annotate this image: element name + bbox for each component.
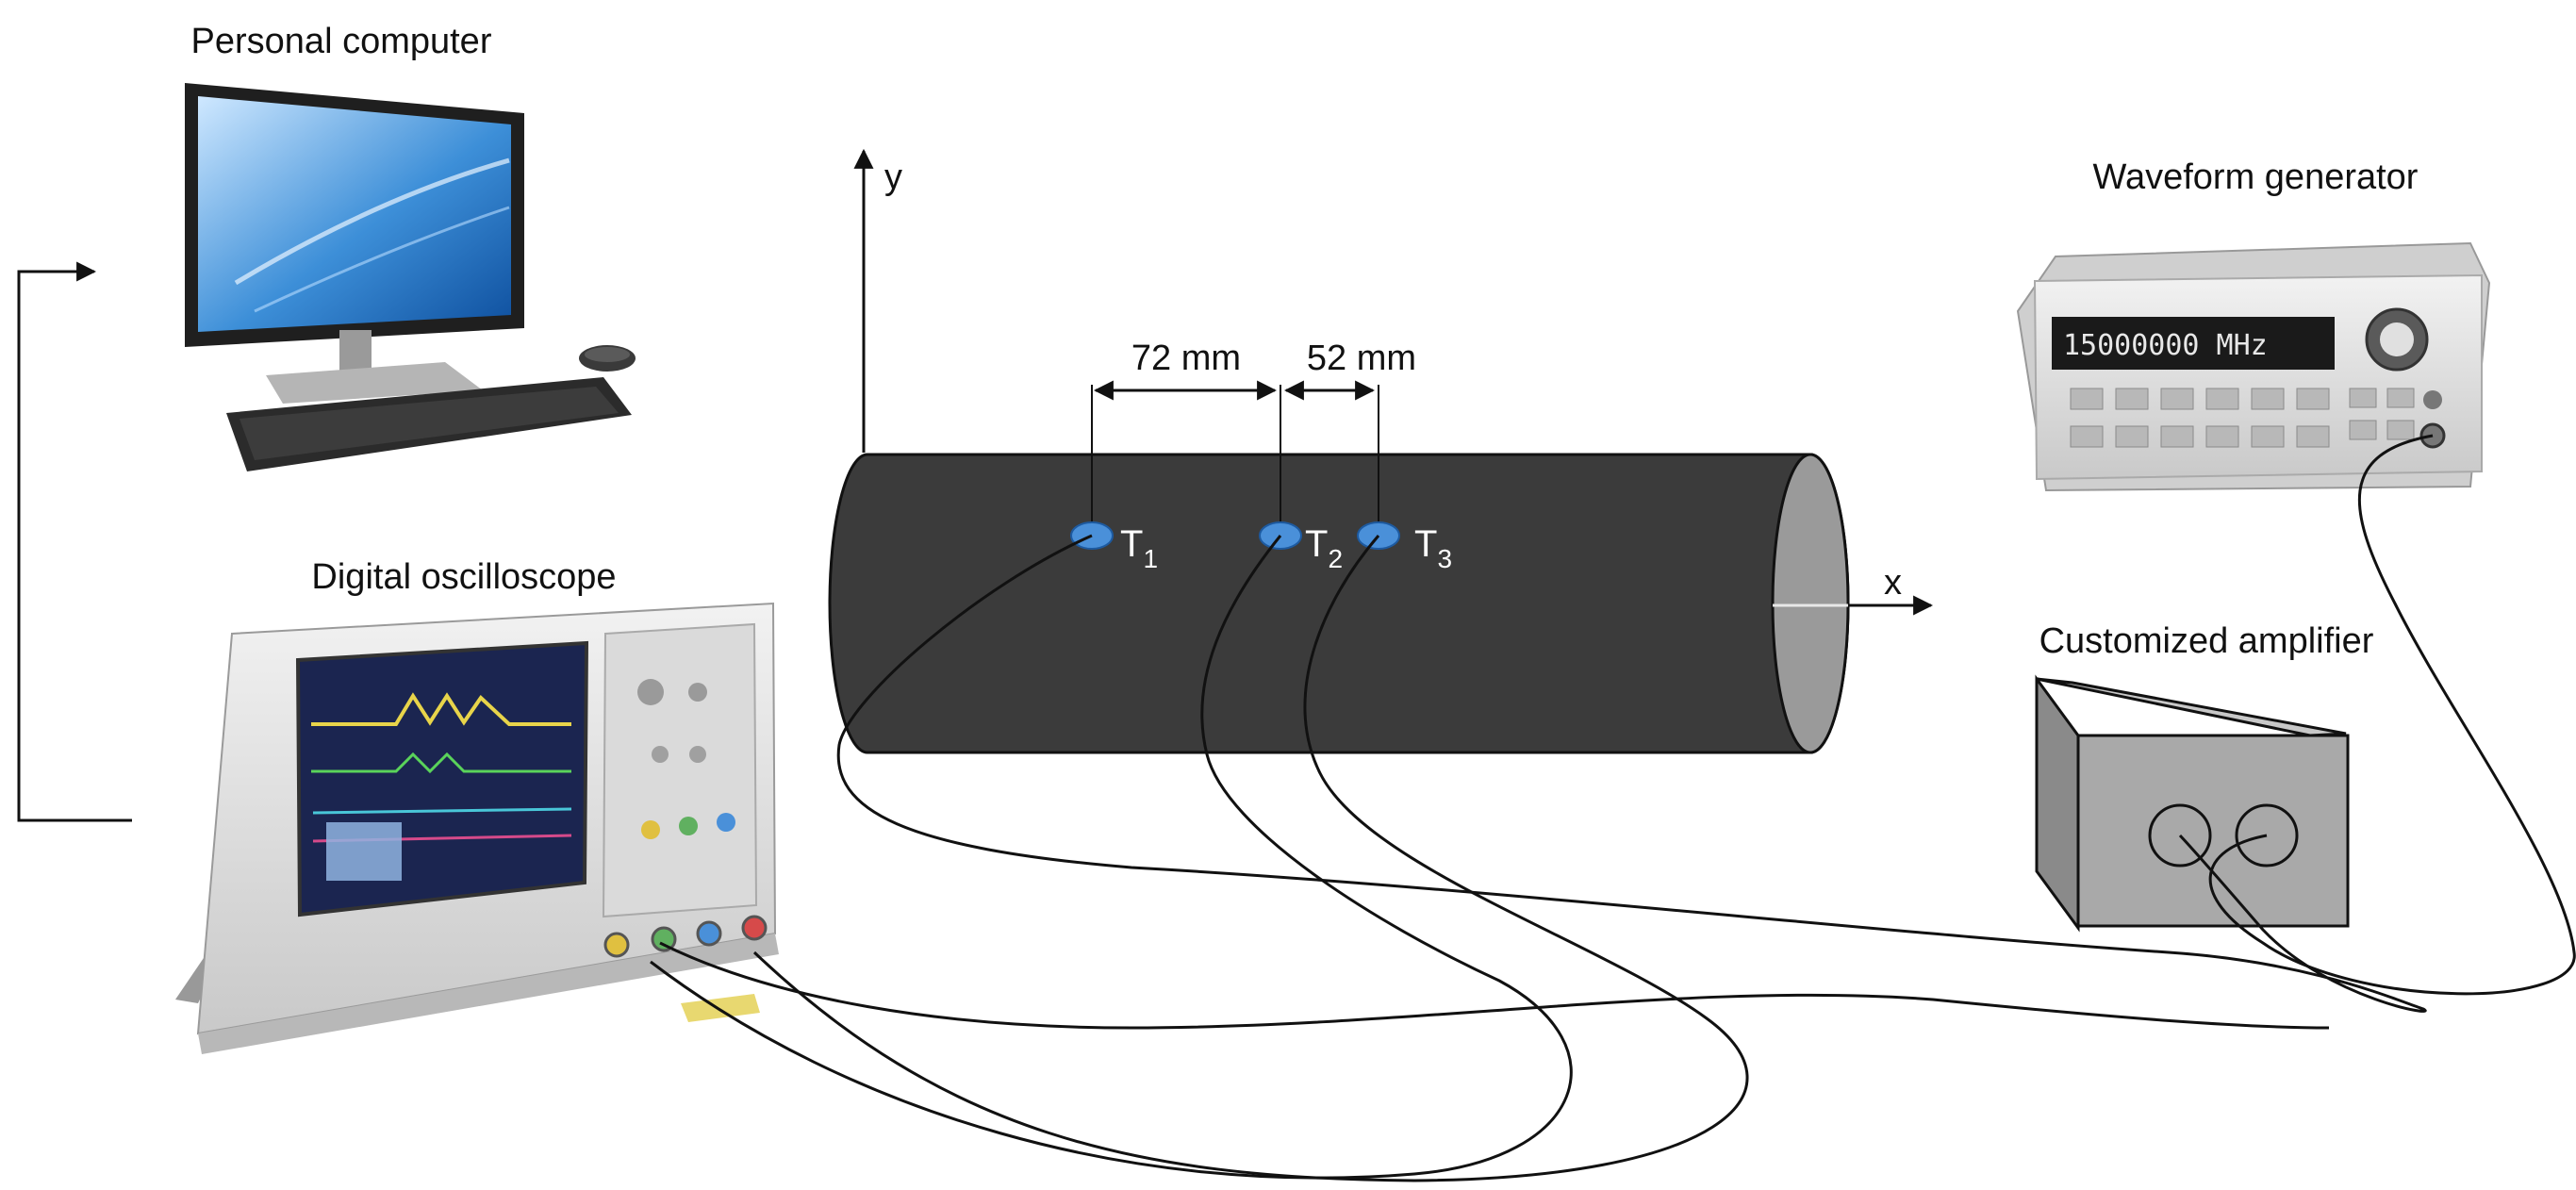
- cables: [650, 434, 2576, 1182]
- waveform-generator-icon: 15000000 MHz: [2016, 241, 2491, 492]
- transducer-t2: T2: [1259, 521, 1343, 573]
- monitor-icon: [185, 83, 524, 404]
- waveform-generator-label: Waveform generator: [2093, 157, 2419, 197]
- digital-oscilloscope-label: Digital oscilloscope: [311, 557, 616, 597]
- oscilloscope-icon: [175, 602, 779, 1054]
- transducer-t1-label: T1: [1120, 523, 1158, 573]
- cable-generator-to-amplifier: [2208, 434, 2576, 996]
- cable-t3-to-oscilloscope: [752, 535, 1749, 1182]
- pipe: [828, 453, 1850, 754]
- y-axis-label: y: [884, 157, 902, 197]
- customized-amplifier-label: Customized amplifier: [2039, 621, 2374, 661]
- transducer-t2-label: T2: [1305, 523, 1343, 573]
- transducer-t3-label: T3: [1414, 523, 1452, 573]
- cable-t1-to-amplifier: [836, 534, 2427, 1013]
- amplifier-icon: [2035, 674, 2350, 933]
- cable-t2-to-oscilloscope: [650, 535, 1573, 1180]
- keyboard-icon: [226, 377, 632, 471]
- distance-72-label: 72 mm: [1131, 339, 1241, 378]
- pc-scope-connector: [17, 261, 132, 822]
- x-axis-label: x: [1884, 563, 1902, 603]
- mouse-icon: [579, 345, 636, 372]
- dimension-lines: [1091, 380, 1379, 534]
- cable-oscilloscope-to-generator: [659, 941, 2330, 1030]
- generator-display: 15000000 MHz: [2063, 329, 2268, 362]
- distance-52-label: 52 mm: [1307, 339, 1416, 378]
- personal-computer-label: Personal computer: [191, 22, 492, 61]
